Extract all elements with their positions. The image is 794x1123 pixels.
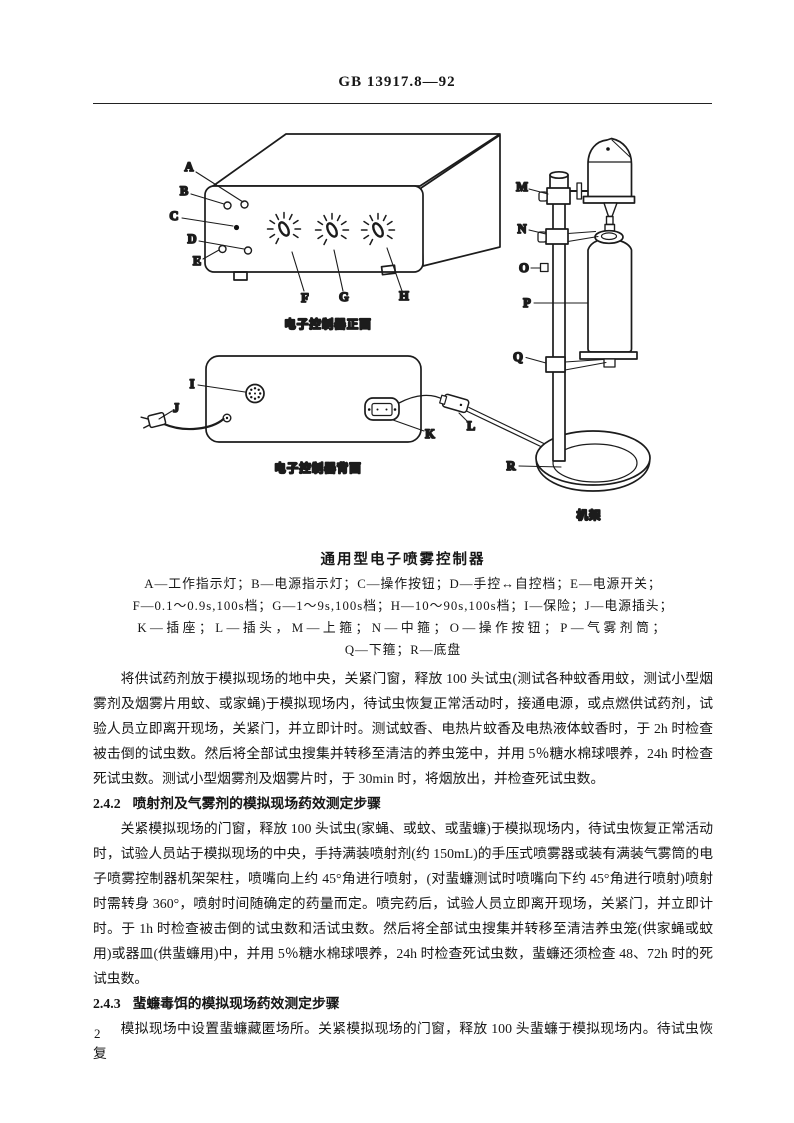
figure-legend: A—工作指示灯；B—电源指示灯；C—操作按钮；D—手控↔自控档；E—电源开关； … bbox=[87, 573, 719, 661]
back-leader-lines bbox=[158, 384, 468, 432]
nozzle-funnel bbox=[603, 202, 618, 232]
indicator-lamp-power bbox=[223, 201, 232, 210]
back-view-caption: 电子控制器背面 bbox=[274, 461, 362, 475]
section-heading-2-4-2: 2.4.2 喷射剂及气雾剂的模拟现场药效测定步骤 bbox=[93, 791, 713, 816]
mode-switch bbox=[243, 246, 253, 255]
cord-entry bbox=[162, 413, 232, 431]
standard-number: GB 13917.8—92 bbox=[338, 74, 456, 90]
page-number: 2 bbox=[94, 1026, 101, 1041]
paragraph-2: 关紧模拟现场的门窗，释放 100 头试虫(家蝇、或蚊、或蜚蠊)于模拟现场内，待试… bbox=[93, 821, 713, 986]
spray-stand: M N O P Q R 机架 bbox=[506, 137, 651, 523]
callout-label-q: Q bbox=[513, 350, 523, 364]
cable-to-stand bbox=[465, 406, 550, 450]
callout-label-e: E bbox=[193, 254, 201, 268]
section-title: 蜚蠊毒饵的模拟现场药效测定步骤 bbox=[132, 996, 340, 1011]
figure-title: 通用型电子喷雾控制器 bbox=[320, 552, 486, 568]
actuator-bell bbox=[582, 137, 636, 204]
callout-label-c: C bbox=[169, 209, 178, 223]
callout-label-g: G bbox=[339, 290, 349, 304]
indicator-lamp-work bbox=[240, 200, 249, 209]
box-foot bbox=[233, 271, 248, 281]
paragraph-1: 将供试药剂放于模拟现场的地中央，关紧门窗，释放 100 头试虫(测试各种蚊香用蚊… bbox=[93, 671, 713, 786]
aerosol-can bbox=[587, 229, 633, 353]
operate-button-dot bbox=[233, 224, 240, 231]
callout-label-h: H bbox=[399, 289, 409, 303]
header-rule bbox=[93, 103, 712, 104]
apparatus-figure: A B C D E F G H 电子控制器正面 bbox=[140, 133, 651, 523]
section-title: 喷射剂及气雾剂的模拟现场药效测定步骤 bbox=[132, 796, 381, 811]
section-number: 2.4.2 bbox=[93, 796, 121, 811]
legend-line-3: K—插座；L—插头，M—上箍；N—中箍；O—操作按钮；P—气雾剂筒； bbox=[137, 621, 669, 635]
section-number: 2.4.3 bbox=[93, 996, 121, 1011]
callout-label-a: A bbox=[184, 160, 193, 174]
lower-clamp-q bbox=[545, 356, 607, 373]
legend-line-1: A—工作指示灯；B—电源指示灯；C—操作按钮；D—手控↔自控档；E—电源开关； bbox=[144, 577, 662, 591]
stand-pole bbox=[549, 170, 569, 462]
stand-leader-lines bbox=[518, 188, 589, 468]
front-leader-lines bbox=[181, 171, 403, 292]
callout-label-p: P bbox=[523, 296, 531, 310]
callout-label-d: D bbox=[187, 232, 196, 246]
callout-label-m: M bbox=[516, 180, 528, 194]
callout-label-j: J bbox=[173, 401, 179, 415]
plug-l bbox=[439, 393, 470, 414]
callout-label-f: F bbox=[301, 291, 309, 305]
outlet-socket-k bbox=[364, 397, 400, 421]
legend-line-2: F—0.1～0.9s,100s档；G—1～9s,100s档；H—10～90s,1… bbox=[132, 599, 674, 613]
controller-back-view: I J K L 电子控制器背面 bbox=[140, 355, 550, 476]
section-heading-2-4-3: 2.4.3 蜚蠊毒饵的模拟现场药效测定步骤 bbox=[93, 991, 713, 1016]
upper-clamp-m bbox=[538, 182, 589, 205]
callout-label-o: O bbox=[519, 261, 529, 275]
callout-label-r: R bbox=[506, 459, 516, 473]
operate-button-o bbox=[539, 262, 549, 273]
stand-caption: 机架 bbox=[577, 508, 602, 522]
front-view-caption: 电子控制器正面 bbox=[284, 317, 372, 331]
power-plug-j bbox=[140, 411, 167, 429]
callout-label-k: K bbox=[425, 427, 435, 441]
controller-front-view: A B C D E F G H 电子控制器正面 bbox=[169, 133, 501, 332]
body-text: 将供试药剂放于模拟现场的地中央，关紧门窗，释放 100 头试虫(测试各种蚊香用蚊… bbox=[93, 666, 713, 1066]
middle-clamp-n bbox=[537, 228, 569, 245]
can-tray bbox=[579, 351, 638, 368]
callout-label-n: N bbox=[517, 222, 526, 236]
power-switch bbox=[218, 244, 227, 254]
callout-label-i: I bbox=[190, 377, 195, 391]
n-clamp-links bbox=[567, 230, 599, 243]
legend-line-4: Q—下箍；R—底盘 bbox=[344, 643, 462, 657]
callout-label-b: B bbox=[180, 184, 188, 198]
paragraph-3: 模拟现场中设置蜚蠊藏匿场所。关紧模拟现场的门窗，释放 100 头蜚蠊于模拟现场内… bbox=[93, 1021, 713, 1061]
fuse-holder bbox=[245, 383, 265, 404]
callout-label-l: L bbox=[467, 419, 475, 433]
